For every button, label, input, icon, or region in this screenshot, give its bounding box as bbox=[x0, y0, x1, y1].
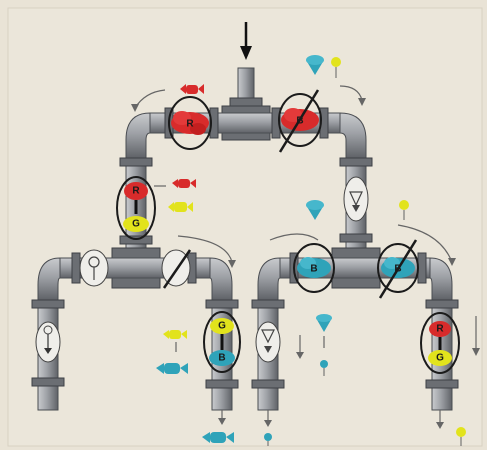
token-label: B bbox=[310, 264, 317, 275]
token-label: G bbox=[218, 321, 226, 332]
flange bbox=[251, 379, 285, 389]
blue-blob-token: B bbox=[297, 257, 331, 278]
token-label: R bbox=[186, 119, 194, 130]
flange bbox=[205, 379, 239, 389]
wrapped-candy-icon bbox=[163, 330, 187, 339]
token-label: G bbox=[436, 353, 444, 364]
flow-curve bbox=[397, 224, 453, 263]
ice-cream-cone-icon bbox=[306, 200, 324, 220]
flow-curve bbox=[339, 85, 363, 101]
valve-ring bbox=[377, 243, 419, 293]
flange bbox=[31, 377, 65, 387]
lollipop-icon bbox=[331, 57, 341, 78]
outlet-valve bbox=[35, 321, 61, 363]
lollipop-icon bbox=[264, 433, 272, 446]
wrapped-candy-icon bbox=[156, 363, 188, 374]
flange bbox=[71, 252, 81, 284]
blue-blob-token: B bbox=[209, 350, 235, 366]
flange bbox=[31, 299, 65, 309]
small-arrow-icon bbox=[296, 352, 304, 359]
valve-ring bbox=[203, 311, 241, 373]
ice-cream-cone-icon bbox=[316, 314, 332, 332]
small-arrow-icon bbox=[218, 418, 226, 425]
flange bbox=[425, 379, 459, 389]
small-arrow-icon bbox=[228, 260, 236, 268]
valve-ring bbox=[168, 96, 212, 150]
blocked-strike bbox=[378, 239, 418, 299]
blocked-strike bbox=[278, 89, 320, 153]
yellow-blob-token: G bbox=[123, 216, 149, 232]
red-blob-token: R bbox=[171, 111, 209, 135]
small-arrow-icon bbox=[131, 104, 139, 112]
small-arrow-icon bbox=[358, 98, 366, 106]
inlet-flange bbox=[229, 97, 263, 107]
wrapped-candy-icon bbox=[180, 84, 204, 94]
cone-valve bbox=[255, 321, 281, 363]
flow-curve bbox=[177, 235, 233, 263]
ice-cream-cone-icon bbox=[306, 55, 324, 75]
flange bbox=[417, 252, 427, 284]
token-label: R bbox=[132, 186, 140, 197]
flange bbox=[425, 299, 459, 309]
red-blob-token: R bbox=[124, 182, 148, 200]
yellow-blob-token: G bbox=[428, 350, 452, 366]
flange bbox=[339, 233, 373, 243]
lollipop-icon bbox=[456, 427, 466, 446]
flow-curve bbox=[269, 233, 319, 241]
small-arrow-icon bbox=[472, 348, 480, 356]
token-label: G bbox=[132, 219, 140, 230]
valve-ring bbox=[420, 312, 460, 374]
valve-ring bbox=[278, 93, 322, 147]
flange bbox=[251, 299, 285, 309]
valve-ring bbox=[116, 176, 156, 240]
token-label: R bbox=[436, 324, 444, 335]
lollipop-icon bbox=[320, 360, 328, 376]
down-arrow-icon bbox=[240, 22, 252, 60]
small-arrow-icon bbox=[448, 258, 456, 266]
cone-valve bbox=[343, 176, 369, 222]
flange bbox=[205, 299, 239, 309]
wrapped-candy-icon bbox=[172, 179, 196, 188]
lollipop-icon bbox=[399, 200, 409, 220]
valve-ring bbox=[293, 243, 335, 293]
wrapped-candy-icon bbox=[168, 202, 193, 212]
token-label: B bbox=[218, 353, 225, 364]
small-arrow-icon bbox=[436, 422, 444, 429]
flange bbox=[119, 157, 153, 167]
wrapped-candy-icon bbox=[202, 432, 234, 443]
flange bbox=[339, 157, 373, 167]
red-blob-token: R bbox=[429, 321, 451, 337]
blocked-strike bbox=[162, 249, 192, 289]
yellow-blob-token: G bbox=[210, 318, 234, 334]
lollipop-valve bbox=[79, 249, 109, 287]
small-arrow-icon bbox=[264, 420, 272, 427]
